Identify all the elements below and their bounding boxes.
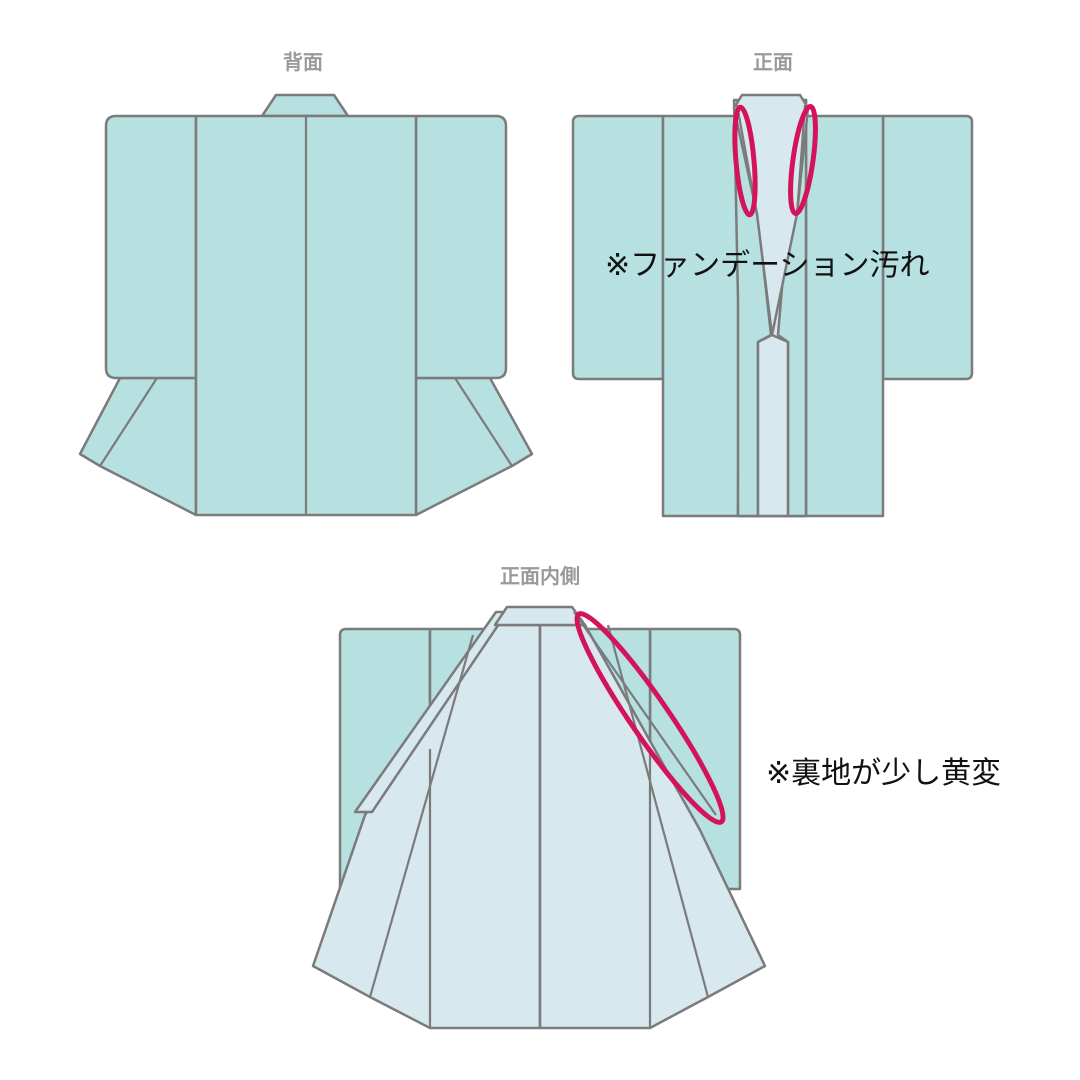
front-right-collar-seam xyxy=(795,104,807,215)
back-view-label: 背面 xyxy=(283,50,323,74)
front-right-stain-circle xyxy=(788,104,818,216)
front-left-sleeve xyxy=(571,114,665,381)
back-left-skirt xyxy=(78,376,198,517)
inside-right-collar-seam xyxy=(584,624,701,831)
back-right-skirt xyxy=(414,376,534,517)
back-left-sleeve xyxy=(104,114,198,380)
front-left-stain-circle xyxy=(732,104,758,218)
inside-left-panel-seam xyxy=(368,634,475,998)
foundation-stain-note: ※ファンデーション汚れ xyxy=(605,248,930,283)
front-view xyxy=(571,93,974,518)
back-collar xyxy=(260,93,350,118)
inside-yellowing-circle xyxy=(574,611,726,825)
inside-right-collar-edge xyxy=(573,611,717,816)
front-right-sleeve xyxy=(881,114,974,381)
back-right-sleeve xyxy=(414,114,508,380)
front-view-label: 正面 xyxy=(753,50,793,74)
back-view xyxy=(78,93,534,517)
front-center-lining-strip xyxy=(756,333,790,518)
inside-right-panel-seam xyxy=(606,624,710,998)
inside-view xyxy=(311,605,767,1030)
inside-collar-top xyxy=(493,605,587,627)
lining-yellowing-note: ※裏地が少し黄変 xyxy=(766,756,1002,791)
back-left-gusset-seam xyxy=(99,377,158,467)
inside-view-label: 正面内側 xyxy=(500,564,580,588)
back-right-gusset-seam xyxy=(454,377,513,467)
